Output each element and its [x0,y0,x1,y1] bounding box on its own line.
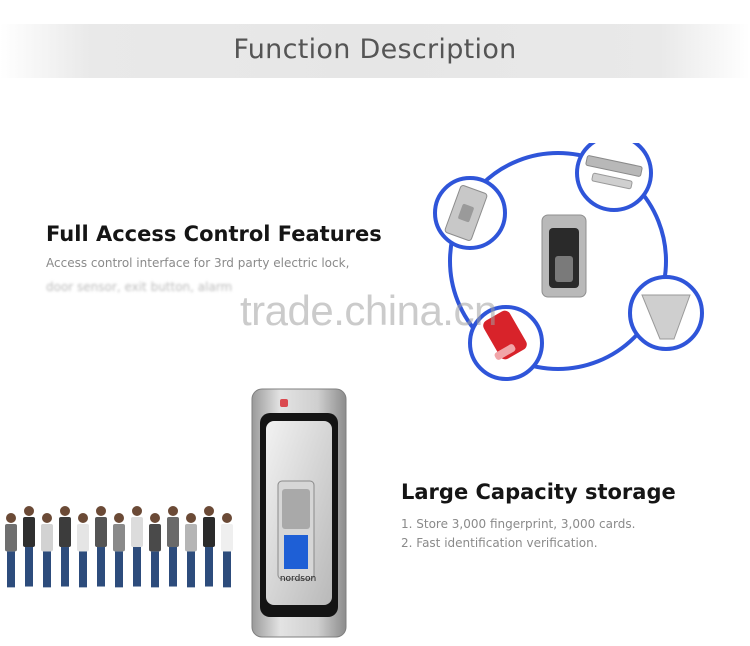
page-title: Function Description [233,34,517,65]
header-band [0,24,750,78]
fingerprint-reader-device: nordson [251,388,347,638]
device-brand-label: nordson [280,574,316,584]
feature-storage-line-2: 2. Fast identification verification. [401,536,598,550]
queue-person [167,506,179,587]
exit-button-node [433,176,507,250]
queue-person [59,506,71,587]
watermark: trade.china.cn [240,287,497,334]
magnetic-lock-node [575,143,653,212]
feature-access-description-blurred: door sensor, exit button, alarm [46,280,233,294]
queue-person [221,513,233,588]
queue-person [5,513,17,588]
reader-node [541,214,587,298]
feature-storage-title: Large Capacity storage [401,480,676,504]
queue-person [77,513,89,588]
queue-person [95,506,107,587]
queue-person [113,513,125,588]
feature-access-title: Full Access Control Features [46,222,382,246]
feature-storage-line-1: 1. Store 3,000 fingerprint, 3,000 cards. [401,517,636,531]
people-queue-illustration [5,506,233,588]
queue-person [23,506,35,587]
feature-access-description: Access control interface for 3rd party e… [46,256,350,270]
queue-person [131,506,143,587]
queue-person [41,513,53,588]
keyfob-node [628,275,704,351]
queue-person [203,506,215,587]
rfid-card-node [468,305,544,381]
queue-person [185,513,197,588]
access-control-diagram [433,143,704,381]
queue-person [149,513,161,588]
connection-ring [448,151,668,371]
